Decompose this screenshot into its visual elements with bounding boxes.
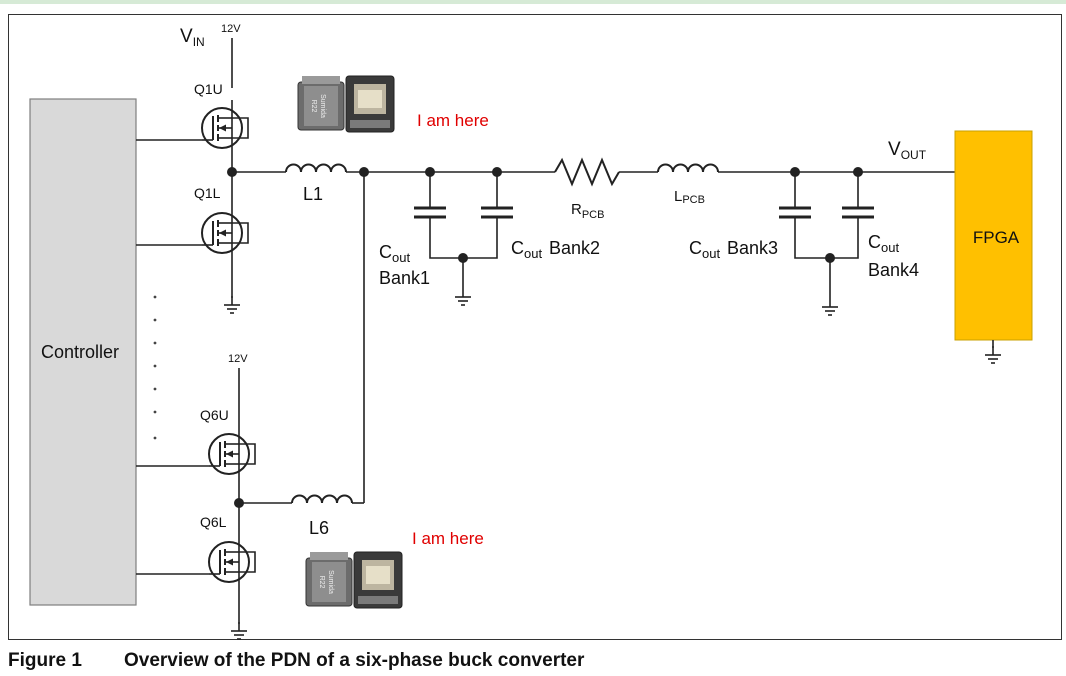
cout-bank4-label: Bank4 [868, 260, 919, 280]
l1-inductor [285, 163, 347, 173]
q1u-mosfet [201, 99, 249, 157]
cout-bank2-capacitor [479, 184, 515, 242]
svg-text:Sumida: Sumida [319, 94, 326, 118]
q1l-label: Q1L [194, 185, 221, 201]
figure-number: Figure 1 [8, 650, 82, 671]
controller-block [29, 98, 137, 606]
q6u-mosfet [208, 425, 256, 483]
ground-icon [821, 297, 839, 316]
pdn-schematic: Controller VIN 12V 12V Q1U Q1L L1 Sumida… [29, 23, 1033, 640]
inductor-photo-bottom: Sumida R22 [305, 551, 403, 609]
cout-bank3-label: Bank3 [727, 238, 778, 258]
inductor-photo-top: Sumida R22 [297, 75, 395, 133]
controller-label: Controller [41, 342, 119, 362]
lpcb-label: LPCB [674, 188, 705, 206]
vin-label: VIN [180, 26, 205, 49]
l6-label: L6 [309, 518, 329, 538]
vin-value: 12V [221, 23, 241, 35]
q1u-label: Q1U [194, 81, 223, 97]
cout-bank1-label: Bank1 [379, 268, 430, 288]
ground-icon [454, 287, 472, 306]
rpcb-label: RPCB [571, 201, 604, 221]
cout-bank4-symbol: Cout [868, 232, 899, 255]
ground-icon [223, 295, 241, 314]
fpga-block [954, 130, 1033, 341]
svg-text:Sumida: Sumida [327, 570, 334, 594]
cout-bank1-capacitor [412, 184, 448, 242]
cout-bank1-symbol: Cout [379, 242, 410, 265]
l6-inductor [291, 494, 353, 504]
phase-ellipsis [153, 295, 157, 440]
q6u-label: Q6U [200, 407, 229, 423]
vin2-value: 12V [228, 353, 248, 365]
ground-icon [984, 345, 1002, 364]
l1-label: L1 [303, 184, 323, 204]
rpcb-resistor [554, 157, 620, 187]
figure-title: Overview of the PDN of a six-phase buck … [124, 650, 585, 671]
lpcb-inductor [657, 163, 719, 173]
annotation-bottom: I am here [412, 529, 484, 548]
cout-bank3-capacitor [777, 184, 813, 242]
cout-bank3-symbol: Cout [689, 238, 720, 261]
figure-caption: Figure 1 Overview of the PDN of a six-pha… [8, 650, 584, 672]
cout-bank2-label: Bank2 [549, 238, 600, 258]
cout-bank2-symbol: Cout [511, 238, 542, 261]
figure-frame [8, 14, 1062, 640]
q1l-mosfet [201, 204, 249, 262]
fpga-label: FPGA [973, 228, 1020, 247]
q6l-label: Q6L [200, 514, 227, 530]
svg-text:R22: R22 [310, 100, 317, 113]
ground-icon [230, 621, 248, 640]
svg-text:R22: R22 [318, 576, 325, 589]
vout-label: VOUT [888, 139, 927, 162]
top-accent-bar [0, 0, 1066, 4]
annotation-top: I am here [417, 111, 489, 130]
q6l-mosfet [208, 533, 256, 591]
